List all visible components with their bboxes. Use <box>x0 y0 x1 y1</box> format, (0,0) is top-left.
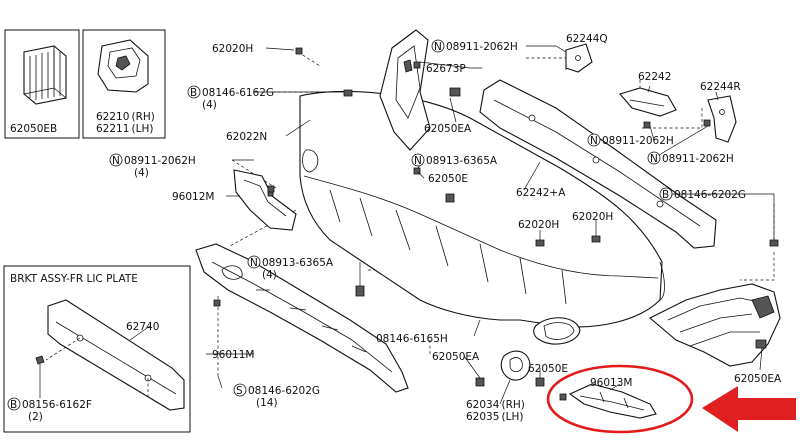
part-62050EB-drawing <box>23 45 67 105</box>
highlight-callout <box>546 364 796 434</box>
prefix-n-1: N <box>112 155 120 167</box>
label-08911-2062H-left-qty: (4) <box>134 167 149 179</box>
label-62020H-mid: 62020H <box>518 219 559 231</box>
inset-62050EB: 62050EB <box>4 29 80 139</box>
fasteners <box>213 47 779 401</box>
label-62022N: 62022N <box>226 131 267 143</box>
label-96012M: 96012M <box>172 191 214 203</box>
label-62020H-top: 62020H <box>212 43 253 55</box>
part-62244Q-bracket <box>565 43 593 73</box>
part-96013M-bracket <box>568 383 657 419</box>
label-08911-2062H-left: 08911-2062H <box>124 155 196 167</box>
label-08911-2062H-right-a: 08911-2062H <box>602 135 674 147</box>
label-62050EB: 62050EB <box>10 123 57 135</box>
label-08156-6162F: 08156-6162F <box>22 399 92 411</box>
part-62673P-stay <box>379 29 431 151</box>
label-08146-6202G-bottom-qty: (14) <box>256 397 278 409</box>
label-08146-6162G: 08146-6162G <box>202 87 274 99</box>
label-62244R: 62244R <box>700 81 741 93</box>
part-62740-plate-bracket <box>47 299 185 411</box>
label-62020H-right: 62020H <box>572 211 613 223</box>
part-62244R-bracket <box>707 95 737 143</box>
label-62050E-bottom: 62050E <box>528 363 568 375</box>
label-08156-6162F-qty: (2) <box>28 411 43 423</box>
part-labels: 62020H 08146-6162G (4) 62022N 08911-2062… <box>22 33 782 423</box>
label-08146-6162G-qty: (4) <box>202 99 217 111</box>
label-62050E-top: 62050E <box>428 173 468 185</box>
label-62242A: 62242+A <box>516 187 566 199</box>
label-62050EA-top: 62050EA <box>424 123 472 135</box>
label-96011M: 96011M <box>212 349 254 361</box>
label-08913-6365A-left: 08913-6365A <box>262 257 334 269</box>
highlight-arrow-icon <box>702 386 796 432</box>
prefix-n-2: N <box>434 41 442 53</box>
label-62242: 62242 <box>638 71 671 83</box>
label-08913-6365A-left-qty: (4) <box>262 269 277 281</box>
label-08146-6202G-right: 08146-6202G <box>674 189 746 201</box>
label-62050EA-bottom: 62050EA <box>432 351 480 363</box>
label-62211: 62211 (LH) <box>96 123 153 135</box>
prefix-b-3: B <box>10 399 17 411</box>
prefix-s-1: S <box>236 385 243 397</box>
label-62034: 62034 (RH) <box>466 399 525 411</box>
label-08913-6365A-top: 08913-6365A <box>426 155 498 167</box>
label-62210: 62210 (RH) <box>96 111 155 123</box>
part-62210-drawing <box>97 39 149 93</box>
label-08911-2062H-top: 08911-2062H <box>446 41 518 53</box>
part-62242-bracket <box>619 87 677 117</box>
label-08911-2062H-right-b: 08911-2062H <box>662 153 734 165</box>
inset-license-plate-bracket: BRKT ASSY-FR LIC PLATE <box>3 265 191 433</box>
part-62034-fog-bracket <box>500 350 531 381</box>
label-08146-6165H: 08146-6165H <box>376 333 448 345</box>
prefix-n-6: N <box>250 257 258 269</box>
prefix-symbols: B N N N N N B N S B <box>7 39 673 411</box>
part-side-bracket-right <box>649 283 781 367</box>
inset-62210: 62210 (RH) 62211 (LH) <box>82 29 166 139</box>
bolt-08156-6162F <box>35 355 45 365</box>
part-62242A-reinforcement <box>479 79 717 249</box>
label-62035: 62035 (LH) <box>466 411 523 423</box>
part-96012M-bracket <box>233 169 297 231</box>
prefix-n-5: N <box>414 155 422 167</box>
label-62740: 62740 <box>126 321 159 333</box>
prefix-n-3: N <box>590 135 598 147</box>
label-08146-6202G-bottom: 08146-6202G <box>248 385 320 397</box>
part-62022N-bumper-fascia <box>299 90 665 345</box>
label-62244Q: 62244Q <box>566 33 608 45</box>
prefix-n-4: N <box>650 153 658 165</box>
inset-title: BRKT ASSY-FR LIC PLATE <box>10 273 138 285</box>
prefix-b-2: B <box>662 189 669 201</box>
highlight-ellipse <box>546 364 694 434</box>
label-96013M: 96013M <box>590 377 632 389</box>
label-62050EA-right: 62050EA <box>734 373 782 385</box>
part-96011M-lower-grille <box>195 243 409 393</box>
prefix-b-1: B <box>190 87 197 99</box>
label-62673P: 62673P <box>426 63 466 75</box>
